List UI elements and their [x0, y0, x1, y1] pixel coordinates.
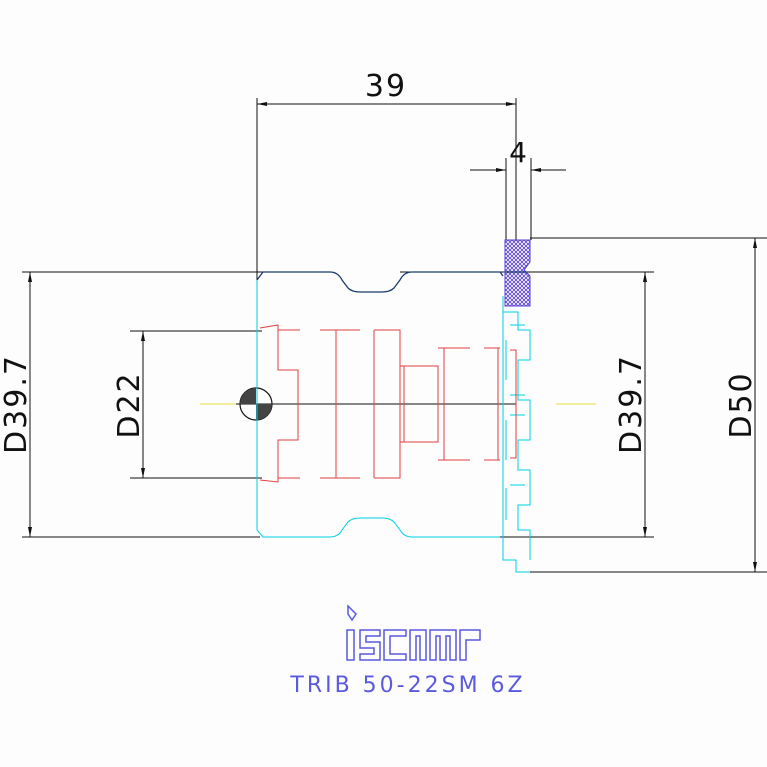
dimension-label-d39-right: D39.7 — [614, 354, 649, 454]
center-mark-icon — [239, 387, 273, 421]
hidden-bore-lines — [259, 324, 517, 483]
dimension-label-d39-left: D39.7 — [0, 354, 34, 454]
dimension-label-d50: D50 — [724, 371, 759, 438]
body-top-outline — [256, 271, 504, 293]
iscar-logo-icon — [346, 604, 481, 661]
dimension-cutter-diameter: D50 — [530, 237, 767, 573]
dimension-label-39: 39 — [365, 69, 407, 104]
dimension-bore-left: D39.7 — [0, 271, 320, 538]
cutting-insert — [504, 239, 531, 307]
tool-caption: TRIB 50-22SM 6Z — [289, 673, 525, 698]
body-bottom-outline — [256, 280, 531, 573]
dimension-insert-width: 4 — [470, 136, 566, 240]
dimension-arbor-hole: D22 — [112, 330, 262, 479]
dimension-label-d22: D22 — [112, 371, 147, 438]
dimension-label-4: 4 — [509, 136, 527, 169]
dimension-bore-right: D39.7 — [400, 271, 654, 538]
dimension-overall-length: 39 — [256, 69, 517, 400]
